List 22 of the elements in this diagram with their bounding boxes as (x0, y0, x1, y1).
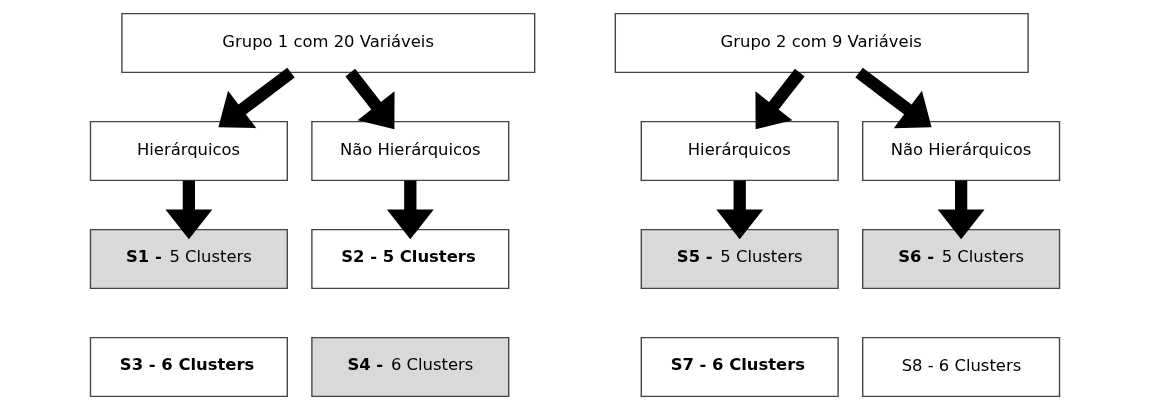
node-box: Não Hierárquicos (862, 120, 1061, 182)
node-box: Não Hierárquicos (311, 120, 510, 182)
node-box: Hierárquicos (89, 120, 288, 182)
arrow (716, 180, 764, 240)
arrow (165, 180, 213, 240)
arrow (345, 68, 395, 130)
arrow (937, 180, 985, 240)
arrow (855, 67, 932, 129)
node-box: Grupo 2 com 9 Variáveis (614, 12, 1029, 74)
node-box: S5 - 5 Clusters (640, 228, 839, 290)
node-box: S1 - 5 Clusters (89, 228, 288, 290)
node-box: S4 - 6 Clusters (311, 336, 510, 398)
node-box: Hierárquicos (640, 120, 839, 182)
arrow (386, 180, 434, 240)
node-box: S6 - 5 Clusters (862, 228, 1061, 290)
arrow (218, 67, 295, 129)
arrow (755, 68, 805, 130)
node-box: S3 - 6 Clusters (89, 336, 288, 398)
node-box: S2 - 5 Clusters (311, 228, 510, 290)
node-box: S8 - 6 Clusters (862, 336, 1061, 398)
node-box: S7 - 6 Clusters (640, 336, 839, 398)
node-box: Grupo 1 com 20 Variáveis (121, 12, 536, 74)
